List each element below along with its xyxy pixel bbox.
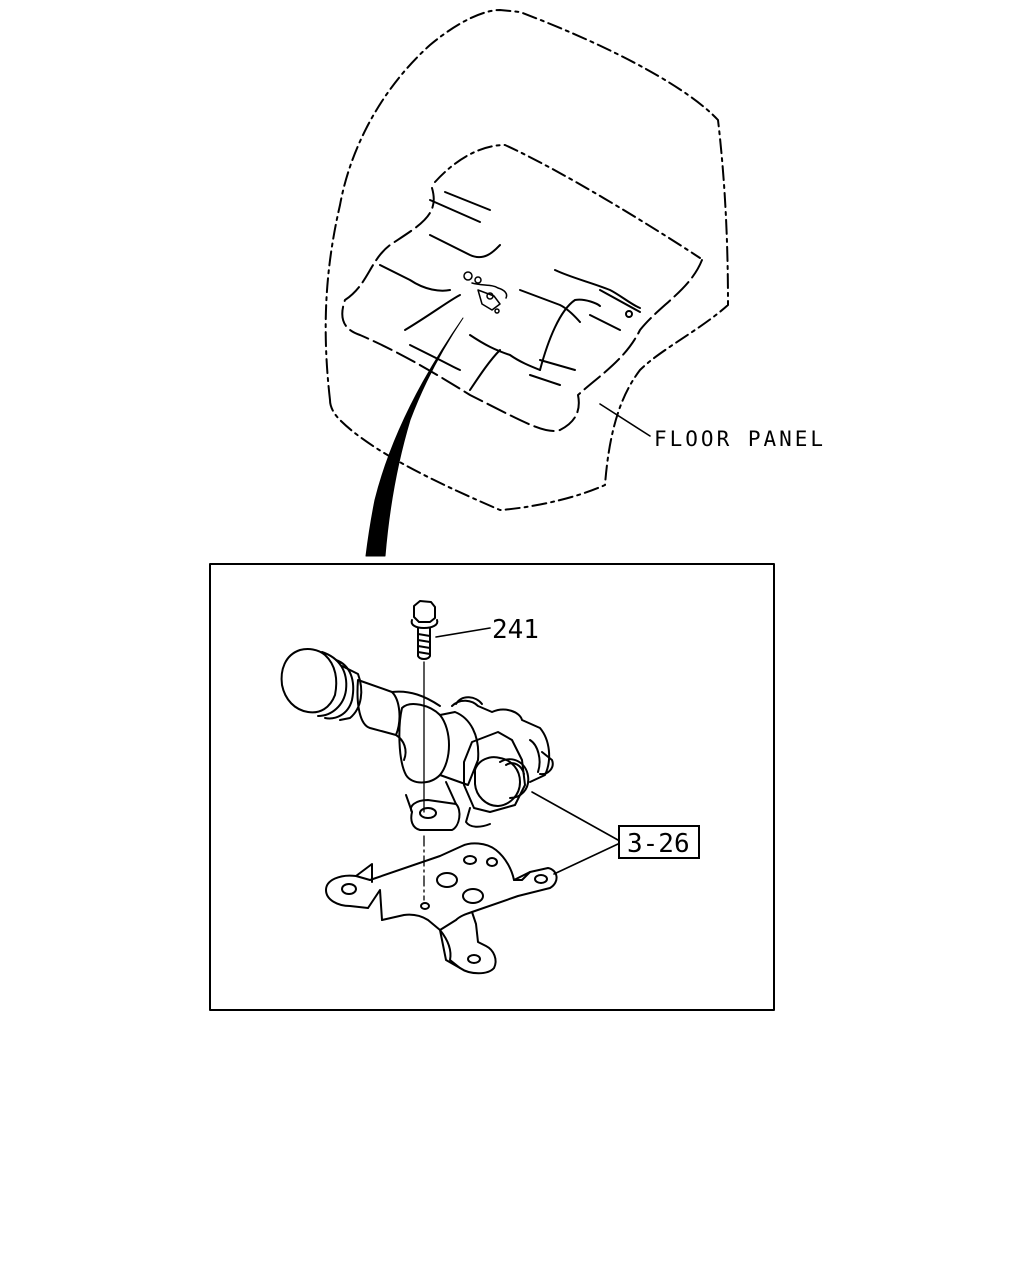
detail-callout-beam bbox=[365, 317, 464, 557]
floor-panel-leader-line bbox=[599, 403, 651, 437]
bracket-hole bbox=[462, 888, 484, 904]
bolt-head bbox=[413, 600, 436, 623]
bolt-shank bbox=[417, 627, 431, 660]
floor-panel-rib bbox=[589, 289, 641, 331]
bracket-bolt-hole bbox=[420, 902, 430, 910]
rear-inner-outline bbox=[434, 144, 701, 259]
bolt-241 bbox=[410, 600, 439, 901]
bracket-hole bbox=[436, 872, 458, 888]
reference-box bbox=[618, 825, 700, 859]
floor-panel-rib bbox=[469, 349, 501, 391]
bolt-part-number-label: 241 bbox=[492, 615, 539, 645]
floor-panel-rib bbox=[379, 264, 451, 292]
floor-panel-rib bbox=[529, 359, 576, 386]
floor-panel-label: FLOOR PANEL bbox=[654, 427, 826, 451]
floor-panel-rib bbox=[519, 289, 581, 323]
vehicle-body-outline bbox=[324, 9, 729, 511]
mini-valve-icon bbox=[463, 271, 508, 314]
bracket-hole bbox=[467, 954, 481, 964]
floor-panel-hole bbox=[625, 310, 633, 318]
solenoid-valve bbox=[280, 648, 554, 831]
floor-panel-rib bbox=[429, 191, 491, 223]
bolt-leader-line bbox=[435, 627, 491, 638]
bracket-hole bbox=[341, 883, 357, 895]
bracket-hole bbox=[486, 857, 498, 867]
bracket-hole bbox=[463, 855, 477, 865]
floor-panel-overview bbox=[324, 9, 729, 511]
floor-panel-rib bbox=[554, 269, 641, 309]
floor-panel-rib bbox=[539, 298, 601, 371]
bracket-plate bbox=[369, 842, 558, 931]
reference-leader-line bbox=[531, 791, 619, 875]
bracket-hole bbox=[534, 874, 548, 884]
floor-panel-rib bbox=[469, 334, 541, 371]
detail-frame bbox=[209, 563, 775, 1011]
floor-panel-outline bbox=[341, 187, 703, 432]
valve-cap bbox=[280, 648, 338, 714]
valve-stem bbox=[356, 679, 401, 736]
valve-mount-tab bbox=[410, 799, 461, 831]
floor-panel-rib bbox=[409, 344, 461, 371]
floor-panel-rib bbox=[404, 294, 461, 331]
floor-panel-rib bbox=[429, 234, 501, 259]
reference-box-label: 3-26 bbox=[627, 829, 690, 859]
bracket-lower-leg bbox=[439, 911, 497, 975]
mounting-bracket bbox=[325, 842, 558, 975]
valve-connector bbox=[463, 731, 526, 813]
